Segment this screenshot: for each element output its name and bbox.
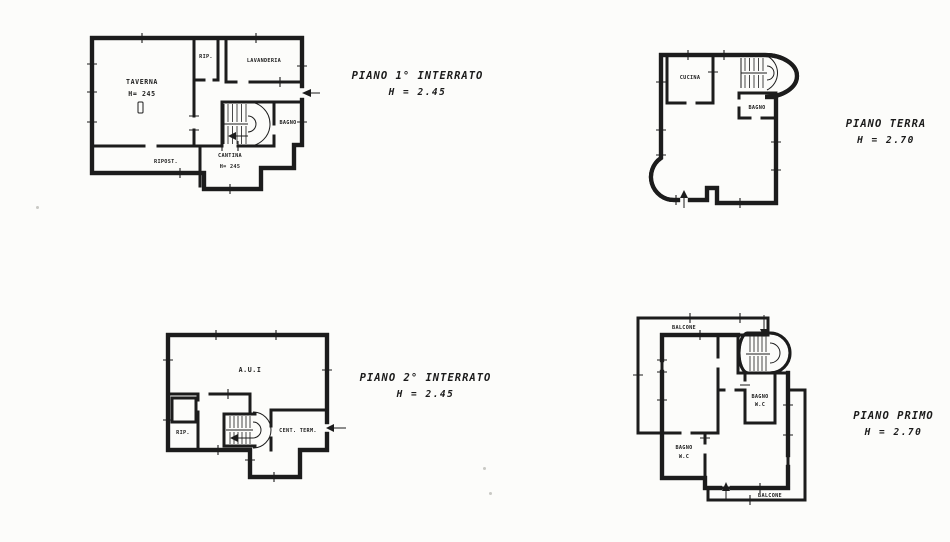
walls [651, 52, 797, 206]
room-label-aui: A.U.I [239, 366, 262, 374]
stair-entry-arrow-icon [760, 315, 768, 337]
plan-title: PIANO 2° INTERRATO [359, 372, 492, 384]
plan-height: H = 2.45 [388, 87, 447, 98]
room-label-cent-term: CENT. TERM. [279, 428, 317, 434]
plan-title: PIANO 1° INTERRATO [351, 70, 484, 82]
plan-title: PIANO PRIMO [853, 410, 934, 422]
room-label-wc-2: W.C [679, 454, 689, 460]
title-block-piano-primo: PIANO PRIMO H = 2.70 [836, 410, 950, 438]
room-label-wc-1: W.C [755, 402, 765, 408]
room-label-cucina: CUCINA [680, 75, 701, 81]
staircase-icon [223, 101, 271, 147]
window-ticks [633, 313, 793, 505]
room-label-bagno-2: BAGNO [675, 445, 692, 451]
staircase-icon [746, 335, 781, 371]
entrance-arrow-icon [680, 190, 688, 208]
room-label-balcone-top: BALCONE [672, 325, 696, 331]
staircase-icon [740, 55, 779, 91]
room-height-cantina: H= 245 [220, 164, 241, 170]
entrance-arrow-icon [326, 424, 346, 432]
pillar [137, 101, 144, 114]
title-block-piano-terra: PIANO TERRA H = 2.70 [826, 118, 946, 146]
room-label-lavanderia: LAVANDERIA [247, 58, 282, 64]
room-label-bagno-1: BAGNO [751, 394, 768, 400]
room-label-bagno: BAGNO [279, 120, 296, 126]
room-label-rip: RIP. [176, 430, 190, 436]
walls [165, 332, 330, 480]
scan-speck [483, 467, 486, 470]
walls [636, 316, 807, 502]
room-label-rip: RIP. [199, 54, 213, 60]
stair-direction-arrow-icon [230, 434, 238, 442]
plan-drawing-piano-1-interrato: TAVERNA H= 245 RIP. LAVANDERIA BAGNO CAN… [87, 33, 320, 194]
room-height-taverna: H= 245 [128, 90, 155, 98]
room-label-ripost: RIPOST. [154, 159, 178, 165]
plan-height: H = 2.70 [857, 135, 915, 146]
room-label-balcone-bottom: BALCONE [758, 493, 782, 499]
title-block-piano-2-interrato: PIANO 2° INTERRATO H = 2.45 [348, 372, 503, 400]
window-ticks [163, 330, 332, 482]
scan-speck [36, 206, 39, 209]
room-label-bagno: BAGNO [748, 105, 765, 111]
scan-speck [489, 492, 492, 495]
staircase-icon [226, 411, 272, 449]
plan-drawing-piano-2-interrato: A.U.I RIP. CENT. TERM. [163, 330, 346, 482]
window-ticks [87, 33, 307, 194]
plan-height: H = 2.45 [396, 389, 455, 400]
title-block-piano-1-interrato: PIANO 1° INTERRATO H = 2.45 [340, 70, 495, 98]
entrance-arrow-icon [722, 482, 730, 501]
window-ticks [656, 50, 781, 208]
walls [89, 35, 305, 192]
plan-drawing-piano-primo: BALCONE BAGNO W.C BAGNO W.C BALCONE [633, 313, 807, 505]
plan-height: H = 2.70 [864, 427, 923, 438]
entrance-arrow-icon [302, 89, 320, 97]
room-label-cantina: CANTINA [218, 153, 243, 159]
plan-drawing-piano-terra: CUCINA BAGNO [640, 50, 810, 208]
room-label-taverna: TAVERNA [126, 78, 158, 86]
plan-title: PIANO TERRA [845, 118, 927, 130]
stair-direction-arrow-icon [228, 132, 236, 140]
